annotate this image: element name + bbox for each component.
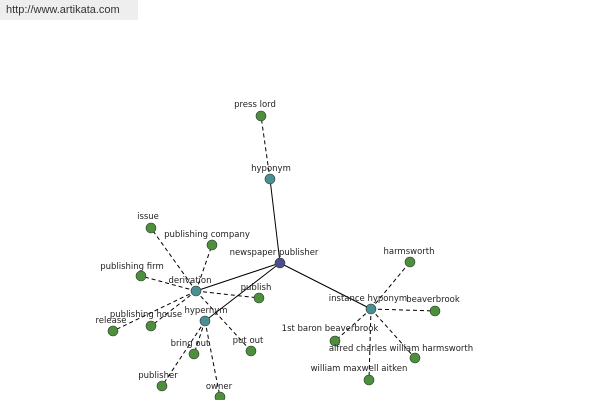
node-press-lord[interactable] — [255, 110, 267, 122]
node-label-alfred[interactable]: alfred charles william harmsworth — [329, 344, 473, 354]
node-label-put-out[interactable]: put out — [233, 336, 264, 346]
node-label-instance-hyponym[interactable]: instance hyponym — [329, 294, 407, 304]
node-label-owner[interactable]: owner — [206, 382, 233, 392]
edge-instance_hyponym-harmsworth — [370, 261, 411, 310]
graph-nodes — [107, 110, 441, 400]
graph-edges — [112, 115, 436, 398]
node-label-beaverbrook[interactable]: beaverbrook — [406, 295, 460, 305]
node-publish[interactable] — [253, 292, 265, 304]
edge-center-hyponym — [269, 178, 281, 264]
node-publisher[interactable] — [156, 380, 168, 392]
edge-instance_hyponym-alfred — [370, 308, 416, 359]
edge-center-hypernym — [204, 262, 281, 322]
node-hyponym[interactable] — [264, 173, 276, 185]
edge-hypernym-bring_out — [193, 320, 206, 355]
node-label-press-lord[interactable]: press lord — [234, 100, 276, 110]
edge-derivation-publishing_company — [195, 244, 213, 292]
node-publishing-company[interactable] — [206, 239, 218, 251]
node-label-hyponym[interactable]: hyponym — [251, 164, 291, 174]
node-bring-out[interactable] — [188, 348, 200, 360]
node-first-baron[interactable] — [329, 335, 341, 347]
edge-instance_hyponym-aitken — [368, 308, 372, 381]
node-harmsworth[interactable] — [404, 256, 416, 268]
node-label-derivation[interactable]: derivation — [168, 276, 211, 286]
graph-labels: newspaper publisher hyponym derivation hype… — [96, 100, 474, 392]
node-label-aitken[interactable]: william maxwell aitken — [311, 364, 408, 374]
edge-derivation-release — [112, 290, 197, 332]
node-label-release[interactable]: release — [96, 316, 127, 326]
node-release[interactable] — [107, 325, 119, 337]
node-label-first-baron[interactable]: 1st baron beaverbrook — [282, 324, 379, 334]
node-owner[interactable] — [214, 391, 226, 400]
node-label-issue[interactable]: issue — [137, 212, 159, 222]
node-label-harmsworth[interactable]: harmsworth — [383, 247, 434, 257]
node-aitken[interactable] — [363, 374, 375, 386]
node-beaverbrook[interactable] — [429, 305, 441, 317]
node-put-out[interactable] — [245, 345, 257, 357]
node-hypernym[interactable] — [199, 315, 211, 327]
node-publishing-firm[interactable] — [135, 270, 147, 282]
node-label-bring-out[interactable]: bring out — [171, 339, 210, 349]
node-label-publishing-company[interactable]: publishing company — [164, 230, 250, 240]
node-label-publisher[interactable]: publisher — [138, 371, 178, 381]
edge-instance_hyponym-first_baron — [334, 308, 372, 342]
node-label-publishing-house[interactable]: publishing house — [110, 310, 182, 320]
edge-center-derivation — [195, 262, 281, 292]
edge-hypernym-publisher — [161, 320, 206, 387]
node-label-publishing-firm[interactable]: publishing firm — [100, 262, 164, 272]
node-derivation[interactable] — [190, 285, 202, 297]
node-publishing-house[interactable] — [145, 320, 157, 332]
node-label-publish[interactable]: publish — [241, 283, 272, 293]
edge-hyponym-press_lord — [260, 115, 271, 180]
edge-derivation-issue — [150, 227, 197, 292]
node-issue[interactable] — [145, 222, 157, 234]
edge-instance_hyponym-beaverbrook — [370, 308, 436, 312]
source-url-banner[interactable]: http://www.artikata.com — [0, 0, 138, 20]
node-label-hypernym[interactable]: hypernym — [184, 306, 227, 316]
edge-derivation-publishing_house — [150, 290, 197, 327]
node-label-center[interactable]: newspaper publisher — [230, 248, 319, 258]
edge-hypernym-owner — [204, 320, 221, 398]
node-alfred[interactable] — [409, 352, 421, 364]
node-center[interactable] — [274, 257, 286, 269]
edge-center-instance_hyponym — [279, 262, 372, 310]
edge-derivation-publish — [195, 290, 260, 299]
edge-derivation-publishing_firm — [140, 275, 197, 292]
node-instance-hyponym[interactable] — [365, 303, 377, 315]
